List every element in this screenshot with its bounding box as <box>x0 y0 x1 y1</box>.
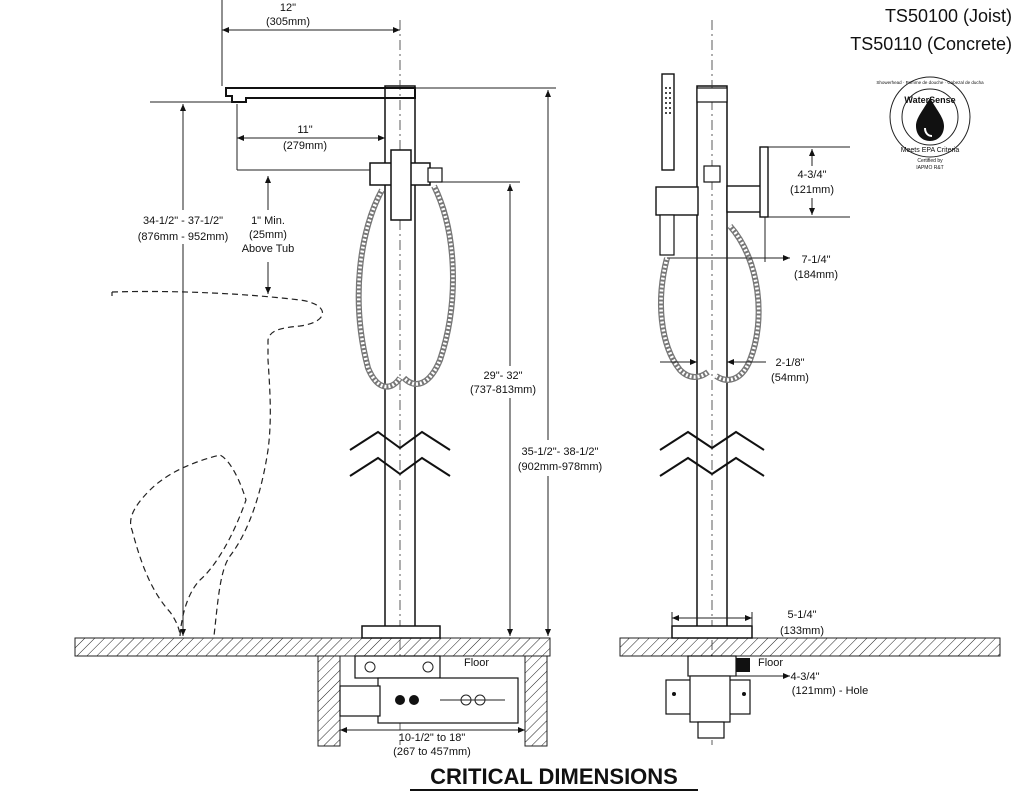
hole-size-mm: (121mm) - Hole <box>792 685 868 697</box>
dimension-overall-height: 35-1/2"- 38-1/2" (902mm-978mm) <box>415 87 602 636</box>
column-width-in: 2-1/8" <box>776 357 805 369</box>
watersense-arc-text: Showerhead · Pomme de douche · Cabezal d… <box>876 80 984 85</box>
model-concrete-label: TS50110 (Concrete) <box>850 34 1012 54</box>
spout-width-in: 12" <box>280 2 296 14</box>
above-tub-mm: (25mm) <box>249 229 287 241</box>
base-escutcheon-front <box>361 625 441 639</box>
handle-size-in: 4-3/4" <box>798 169 827 181</box>
dimension-hole-size: 4-3/4" (121mm) - Hole <box>688 671 868 697</box>
watersense-name: WaterSense <box>904 95 955 105</box>
handle-height-mm: (737-813mm) <box>470 384 536 396</box>
dimension-joist-span: 10-1/2" to 18" (267 to 457mm) <box>340 727 525 758</box>
heading-text: CRITICAL DIMENSIONS <box>430 764 678 789</box>
front-view: 12" (305mm) 11" (279mm) 1" Min. (25mm) A… <box>74 0 602 758</box>
dimension-spout-height: 34-1/2" - 37-1/2" (876mm - 952mm) <box>138 101 232 636</box>
model-numbers: TS50100 (Joist) TS50110 (Concrete) <box>850 6 1012 54</box>
dimension-column-width: 2-1/8" (54mm) <box>660 357 809 384</box>
break-symbol-side <box>659 430 765 477</box>
break-symbol-front <box>349 430 451 477</box>
spout-width-mm: (305mm) <box>266 16 310 28</box>
base-escutcheon-side <box>671 625 753 639</box>
critical-dimensions-heading: CRITICAL DIMENSIONS <box>410 764 698 791</box>
dimension-base-width: 5-1/4" (133mm) <box>671 609 824 637</box>
watersense-certified-line-1: Certified by <box>917 158 943 164</box>
above-tub-in: 1" Min. <box>251 215 285 227</box>
handle-height-in: 29"- 32" <box>484 370 523 382</box>
spout-height-in: 34-1/2" - 37-1/2" <box>143 215 223 227</box>
overall-height-mm: (902mm-978mm) <box>518 461 602 473</box>
dimension-above-tub: 1" Min. (25mm) Above Tub <box>237 169 370 294</box>
base-width-in: 5-1/4" <box>788 609 817 621</box>
dimension-handle-size: 4-3/4" (121mm) <box>768 146 850 218</box>
handle-offset-in: 7-1/4" <box>802 254 831 266</box>
floor-label-side: Floor <box>758 657 783 669</box>
handle-size-mm: (121mm) <box>790 184 834 196</box>
water-drop-icon <box>916 98 944 141</box>
faucet-column-side <box>696 20 728 745</box>
floor-label-front: Floor <box>464 657 489 669</box>
spout-height-mm: (876mm - 952mm) <box>138 231 228 243</box>
side-view: 4-3/4" (121mm) 7-1/4" (184mm) 2-1/8" (54… <box>619 20 1001 745</box>
mixer-handle-side <box>726 146 769 218</box>
hand-shower-side <box>655 73 699 256</box>
dimension-spout-width: 12" (305mm) <box>221 0 400 86</box>
dimension-handle-height: 29"- 32" (737-813mm) <box>442 181 536 636</box>
floor-slab-front <box>74 637 551 657</box>
dimension-spout-reach: 11" (279mm) <box>236 104 385 170</box>
dimension-handle-offset: 7-1/4" (184mm) <box>667 217 838 281</box>
spout-front <box>225 87 416 103</box>
hole-size-in: 4-3/4" <box>791 671 820 683</box>
above-tub-note: Above Tub <box>242 243 295 255</box>
watersense-tagline: Meets EPA Criteria <box>901 147 960 154</box>
spout-reach-mm: (279mm) <box>283 140 327 152</box>
watersense-badge: WaterSense Meets EPA Criteria Showerhead… <box>876 76 984 171</box>
spout-reach-in: 11" <box>297 124 312 136</box>
shower-hose-side <box>658 224 762 383</box>
bathtub-outline <box>111 290 323 637</box>
joist-span-mm: (267 to 457mm) <box>393 746 471 758</box>
floor-slab-side <box>619 637 1001 657</box>
overall-height-in: 35-1/2"- 38-1/2" <box>522 446 599 458</box>
rough-in-valve-front <box>339 655 519 724</box>
column-width-mm: (54mm) <box>771 372 809 384</box>
joist-span-in: 10-1/2" to 18" <box>399 732 466 744</box>
shower-hose-front <box>355 184 456 390</box>
watersense-certified-line-2: IAPMO R&T <box>916 165 944 171</box>
rough-in-valve-side <box>665 655 751 739</box>
mixer-handle-front <box>369 149 443 221</box>
handle-offset-mm: (184mm) <box>794 269 838 281</box>
model-joist-label: TS50100 (Joist) <box>885 6 1012 26</box>
base-width-mm: (133mm) <box>780 625 824 637</box>
